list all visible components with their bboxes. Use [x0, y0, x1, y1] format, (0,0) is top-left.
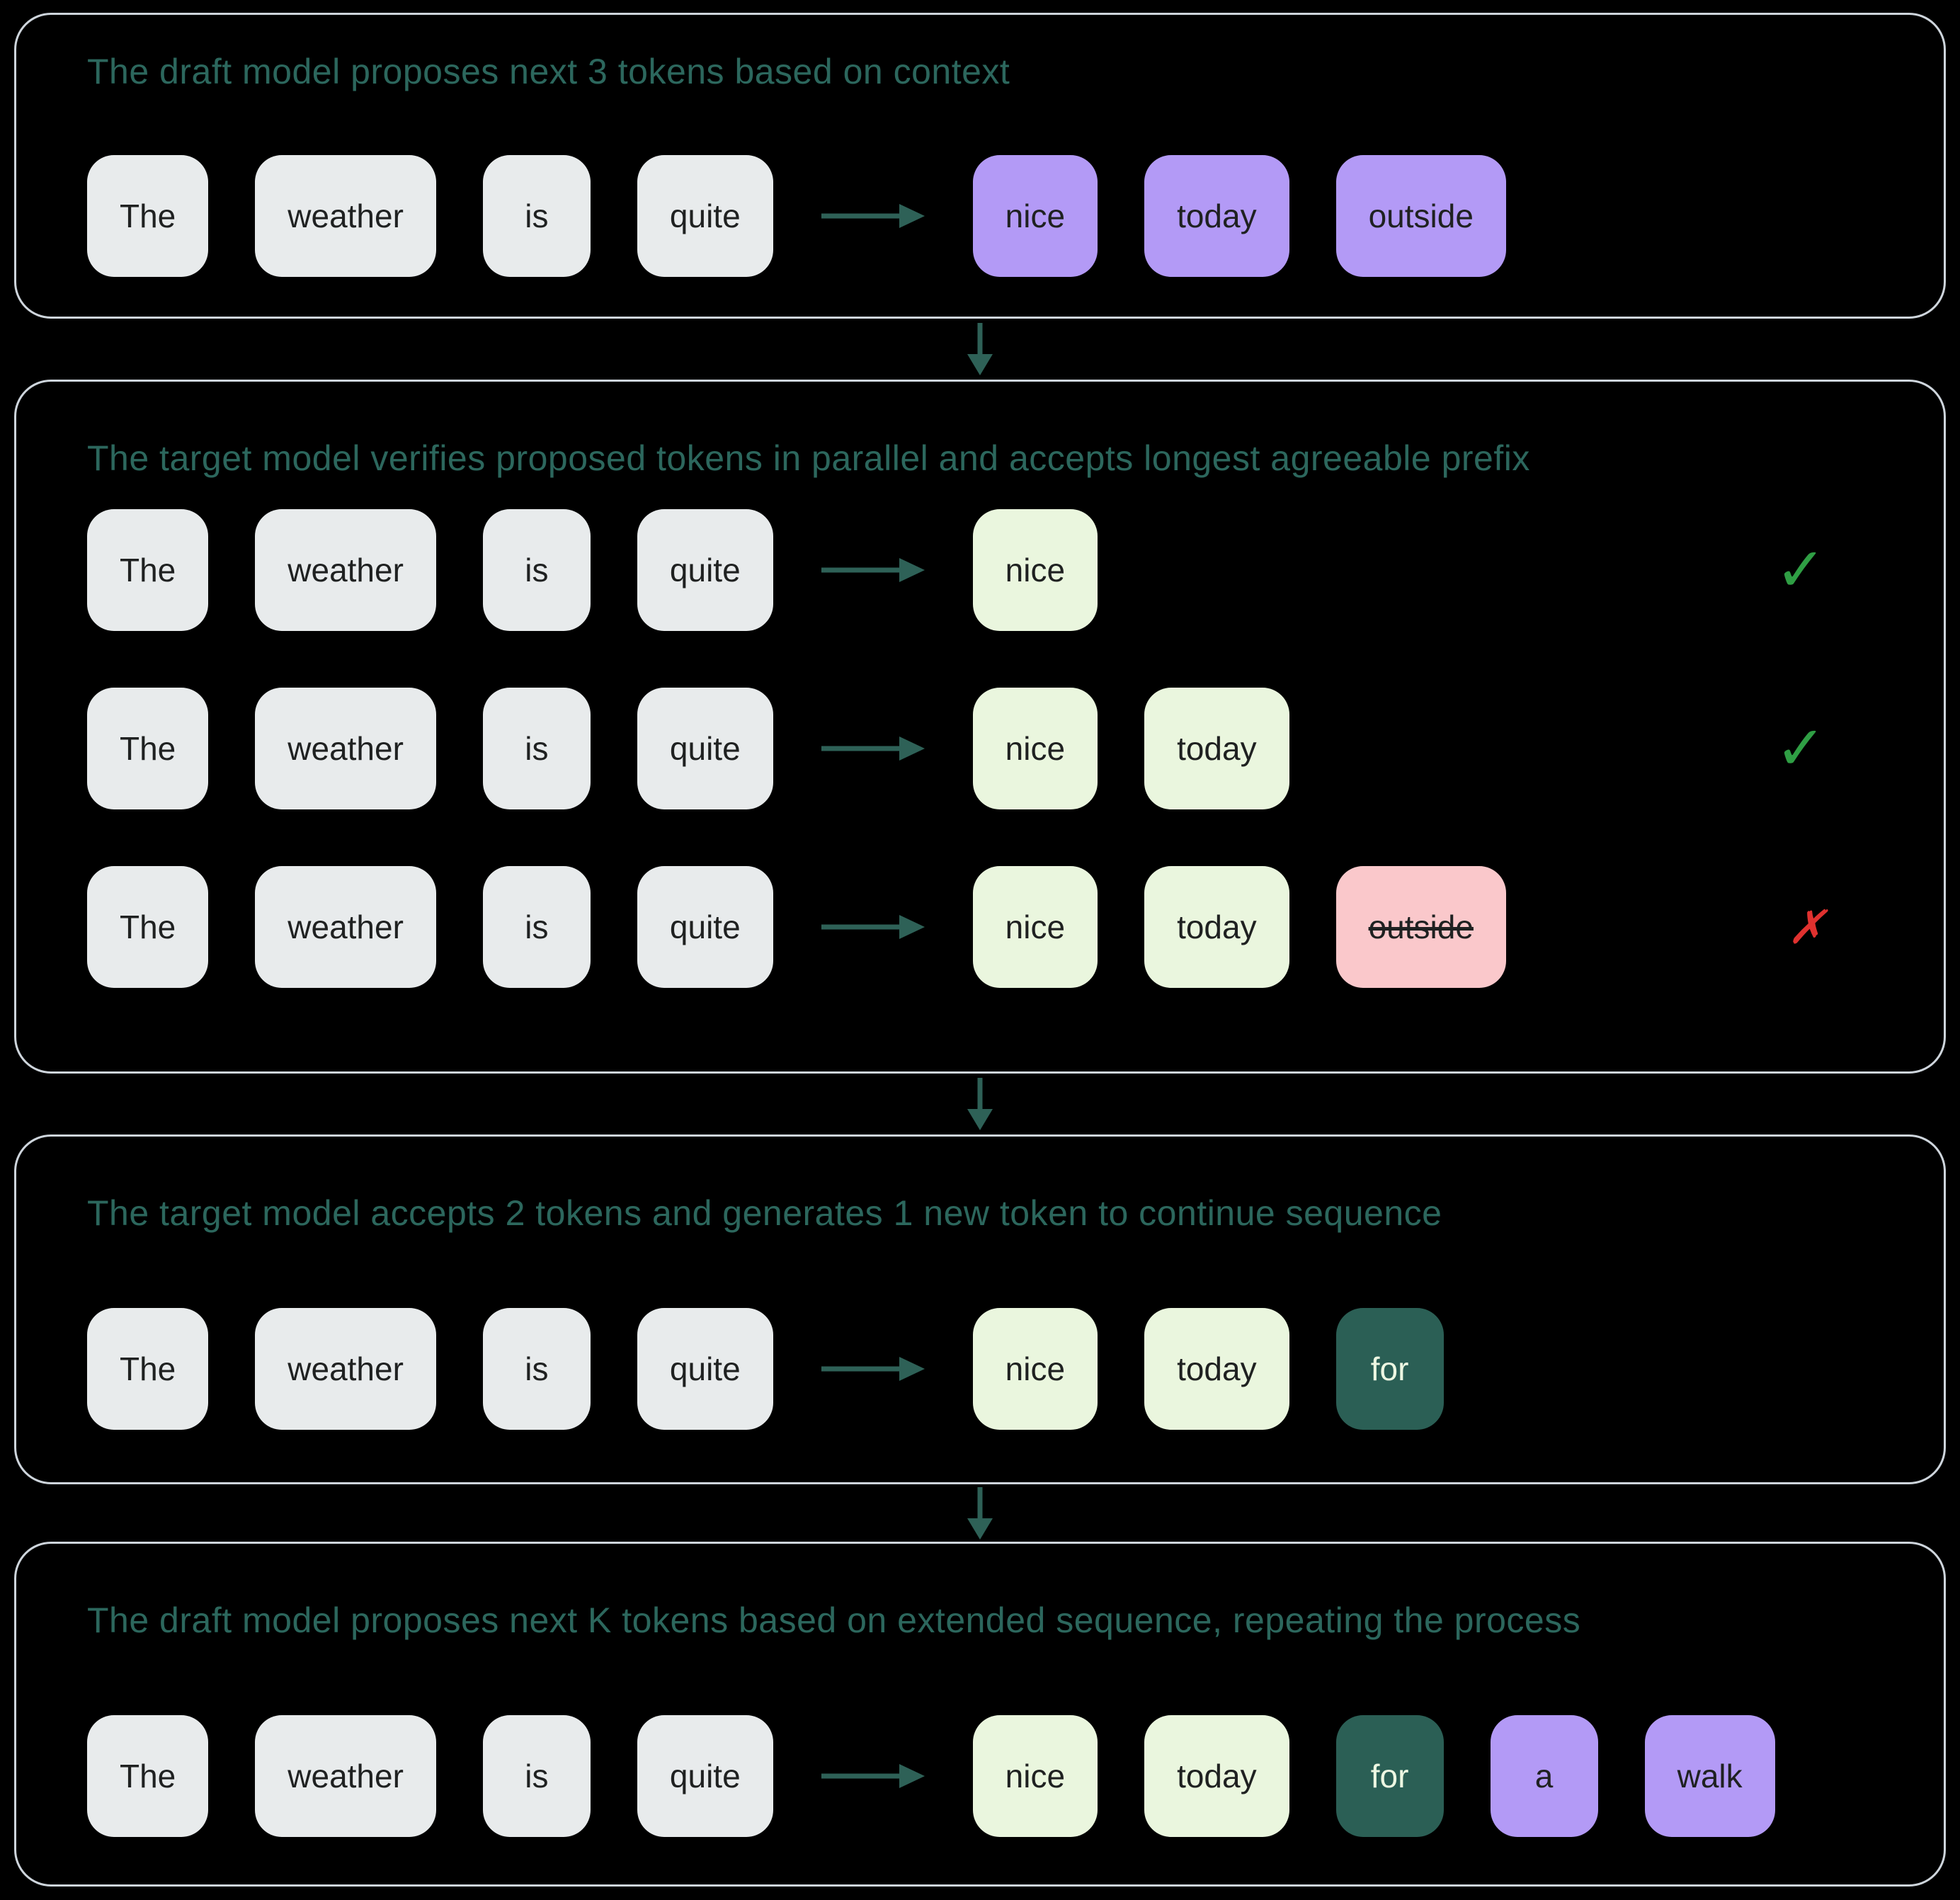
token-nice: nice [972, 154, 1098, 277]
right-arrow-icon [820, 556, 926, 584]
right-arrow-icon [820, 734, 926, 763]
panel-connector [14, 1074, 1946, 1134]
token-quite: quite [637, 1714, 773, 1837]
token-quite: quite [637, 1307, 773, 1430]
panel-connector [14, 319, 1946, 380]
token-nice: nice [972, 687, 1098, 809]
token-weather: weather [255, 1714, 436, 1837]
check-icon: ✓ [1774, 714, 1826, 783]
token-is: is [482, 687, 591, 809]
token-weather: weather [255, 508, 436, 631]
right-arrow-icon [820, 1762, 926, 1790]
token-weather: weather [255, 687, 436, 809]
token-weather: weather [255, 865, 436, 988]
token-nice: nice [972, 508, 1098, 631]
token-outside: outside [1335, 865, 1506, 988]
token-the: The [87, 865, 209, 988]
token-today: today [1144, 154, 1289, 277]
panel-target-verify: The target model verifies proposed token… [14, 380, 1946, 1074]
token-the: The [87, 154, 209, 277]
token-the: The [87, 687, 209, 809]
panel-heading: The draft model proposes next K tokens b… [87, 1600, 1581, 1640]
token-outside: outside [1335, 154, 1506, 277]
token-today: today [1144, 687, 1289, 809]
token-the: The [87, 508, 209, 631]
token-weather: weather [255, 154, 436, 277]
token-nice: nice [972, 865, 1098, 988]
token-nice: nice [972, 1307, 1098, 1430]
token-is: is [482, 154, 591, 277]
panel-draft-propose-k: The draft model proposes next K tokens b… [14, 1542, 1946, 1887]
panel-heading: The target model accepts 2 tokens and ge… [87, 1193, 1442, 1233]
token-quite: quite [637, 154, 773, 277]
panel-heading: The target model verifies proposed token… [87, 438, 1530, 478]
token-weather: weather [255, 1307, 436, 1430]
panel-target-accept: The target model accepts 2 tokens and ge… [14, 1134, 1946, 1484]
token-nice: nice [972, 1714, 1098, 1837]
token-is: is [482, 1714, 591, 1837]
token-is: is [482, 508, 591, 631]
token-the: The [87, 1307, 209, 1430]
token-quite: quite [637, 687, 773, 809]
right-arrow-icon [820, 913, 926, 941]
panel-draft-propose: The draft model proposes next 3 tokens b… [14, 13, 1946, 319]
token-walk: walk [1644, 1714, 1775, 1837]
right-arrow-icon [820, 1355, 926, 1383]
token-quite: quite [637, 508, 773, 631]
token-quite: quite [637, 865, 773, 988]
token-a: a [1490, 1714, 1598, 1837]
token-is: is [482, 865, 591, 988]
token-today: today [1144, 865, 1289, 988]
right-arrow-icon [820, 202, 926, 230]
down-arrow-icon [956, 322, 1004, 377]
check-icon: ✓ [1774, 535, 1826, 604]
token-is: is [482, 1307, 591, 1430]
token-the: The [87, 1714, 209, 1837]
token-for: for [1335, 1307, 1444, 1430]
down-arrow-icon [956, 1076, 1004, 1132]
token-today: today [1144, 1307, 1289, 1430]
token-today: today [1144, 1714, 1289, 1837]
panel-connector [14, 1484, 1946, 1542]
panel-heading: The draft model proposes next 3 tokens b… [87, 52, 1010, 91]
token-for: for [1335, 1714, 1444, 1837]
down-arrow-icon [956, 1486, 1004, 1541]
cross-icon: ✗ [1787, 900, 1826, 953]
